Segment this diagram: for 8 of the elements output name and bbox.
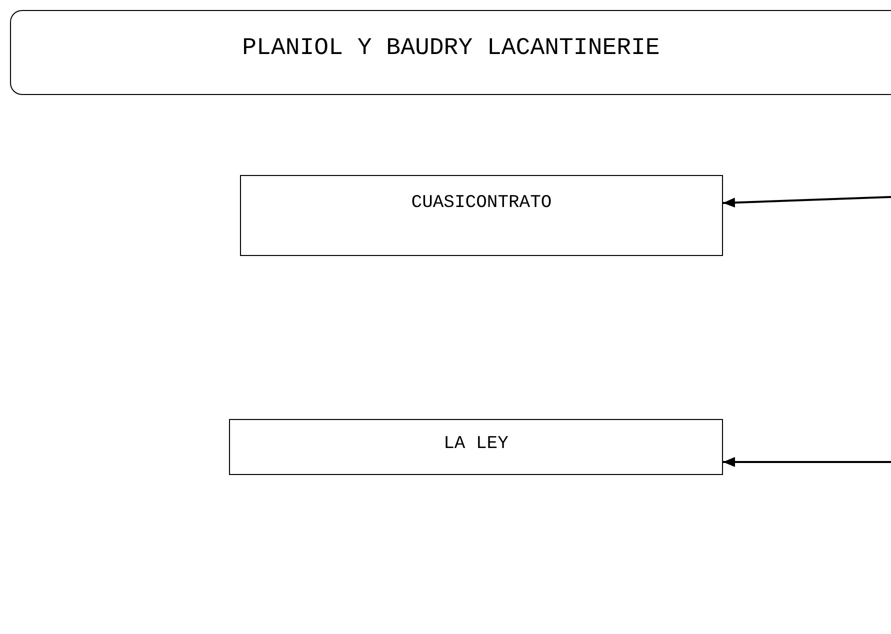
process-box <box>240 175 723 256</box>
node-label: LA LEY <box>444 434 508 454</box>
node-label: PLANIOL Y BAUDRY LACANTINERIE <box>242 35 660 62</box>
node-label: CUASICONTRATO <box>411 193 552 213</box>
arrow <box>723 457 891 467</box>
title-box <box>10 10 891 95</box>
arrow <box>722 196 891 208</box>
process-box <box>229 419 723 475</box>
